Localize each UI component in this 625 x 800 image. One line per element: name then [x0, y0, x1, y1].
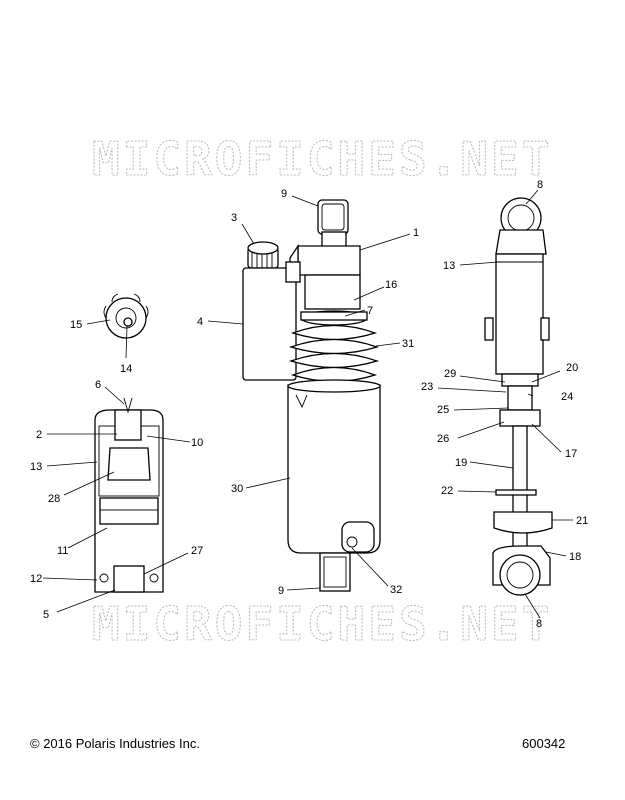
callout-32: 32 — [390, 584, 402, 596]
callout-19: 19 — [455, 457, 467, 469]
callout-5: 5 — [43, 609, 49, 621]
center-shock-assembly — [242, 199, 381, 592]
callout-8-top: 8 — [537, 179, 543, 191]
callout-29: 29 — [444, 368, 456, 380]
watermark-top: MICROFICHES.NET — [92, 132, 552, 186]
callout-28: 28 — [48, 493, 60, 505]
callout-18: 18 — [569, 551, 581, 563]
callout-9-bottom: 9 — [278, 585, 284, 597]
callout-labels: 9 3 4 1 16 7 31 30 9 32 8 13 29 20 23 24… — [30, 179, 588, 630]
callout-26: 26 — [437, 433, 449, 445]
callout-17: 17 — [565, 448, 577, 460]
callout-30: 30 — [231, 483, 243, 495]
callout-8-bottom: 8 — [536, 618, 542, 630]
callout-6: 6 — [95, 379, 101, 391]
copyright-text: © 2016 Polaris Industries Inc. — [30, 736, 200, 751]
callout-15: 15 — [70, 319, 82, 331]
left-cap-detail — [103, 293, 149, 339]
callout-25: 25 — [437, 404, 449, 416]
callout-24: 24 — [561, 391, 573, 403]
callout-1: 1 — [413, 227, 419, 239]
callout-31: 31 — [402, 338, 414, 350]
callout-3: 3 — [231, 212, 237, 224]
callout-7: 7 — [367, 305, 373, 317]
spring-coils — [288, 324, 380, 383]
callout-11: 11 — [57, 545, 68, 557]
callout-27: 27 — [191, 545, 203, 557]
callout-14: 14 — [120, 363, 132, 375]
callout-22: 22 — [441, 485, 453, 497]
callout-13-right: 13 — [443, 260, 455, 272]
watermark-bottom: MICROFICHES.NET — [92, 597, 552, 651]
callout-13-left: 13 — [30, 461, 42, 473]
leader-lines — [42, 189, 573, 619]
right-shock-assembly — [484, 197, 553, 596]
callout-10: 10 — [191, 437, 203, 449]
callout-4: 4 — [197, 316, 203, 328]
callout-16: 16 — [385, 279, 397, 291]
drawing-number: 600342 — [522, 736, 566, 751]
left-reservoir-section — [94, 397, 164, 593]
callout-2: 2 — [36, 429, 42, 441]
callout-21: 21 — [576, 515, 588, 527]
callout-20: 20 — [566, 362, 578, 374]
callout-23: 23 — [421, 381, 433, 393]
callout-12: 12 — [30, 573, 42, 585]
callout-9-top: 9 — [281, 188, 287, 200]
